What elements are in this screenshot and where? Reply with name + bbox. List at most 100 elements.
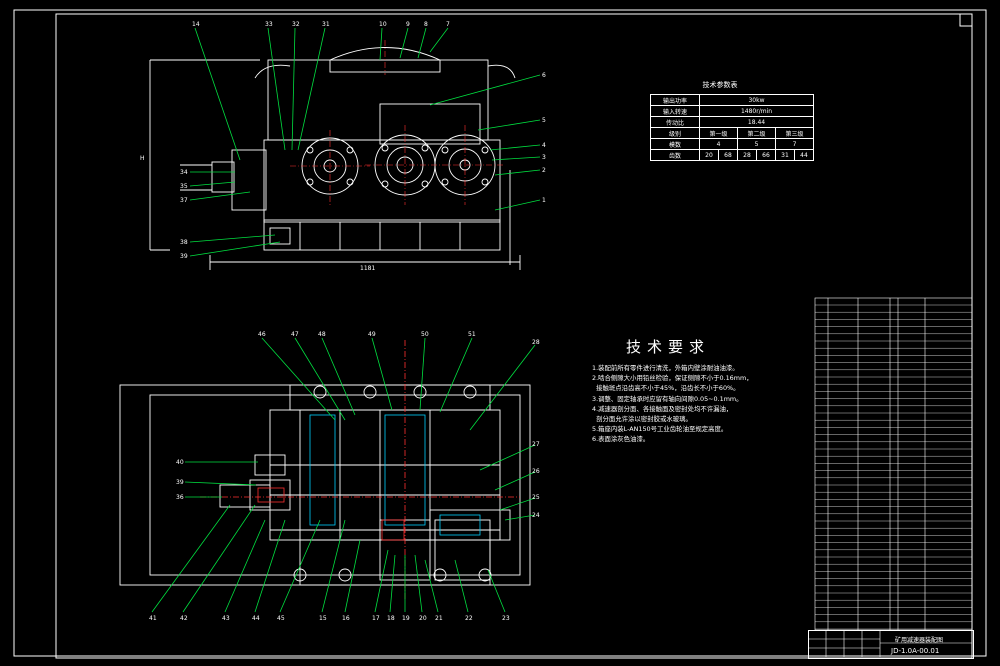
stage-header: 第二级 <box>737 127 776 139</box>
modulus-value: 4 <box>699 138 738 150</box>
balloon: 37 <box>180 197 188 204</box>
balloon: 14 <box>192 21 200 28</box>
balloon: 46 <box>258 331 266 338</box>
balloon: 21 <box>435 615 443 622</box>
bottom-cyan-parts <box>309 414 481 536</box>
balloon: 45 <box>277 615 285 622</box>
balloon: 39 <box>180 253 188 260</box>
stage-header: 第三级 <box>775 127 814 139</box>
teeth-value: 20 <box>699 149 719 161</box>
balloon: 40 <box>176 459 184 466</box>
requirement-item: 6.表面涂灰色油漆。 <box>592 435 650 444</box>
modulus-value: 5 <box>737 138 776 150</box>
drawing-name: 矿用减速器装配图 <box>895 637 944 644</box>
teeth-label: 齿数 <box>650 149 700 161</box>
balloon: 8 <box>424 21 428 28</box>
balloon: 5 <box>542 117 546 124</box>
top-balloons: 14 33 32 31 10 9 8 7 6 5 4 3 2 1 34 35 3… <box>140 21 546 272</box>
parts-list <box>814 297 973 631</box>
balloon: 50 <box>421 331 429 338</box>
bottom-balloons: 46 47 48 49 50 51 28 27 26 25 24 23 22 2… <box>149 331 540 622</box>
balloon: 38 <box>180 239 188 246</box>
teeth-value: 28 <box>737 149 757 161</box>
balloon: 25 <box>532 494 540 501</box>
dim-width: 1181 <box>360 265 375 272</box>
table-row: 模数 4 5 7 <box>650 138 814 150</box>
teeth-value: 68 <box>718 149 738 161</box>
teeth-value: 31 <box>775 149 795 161</box>
balloon: 24 <box>532 512 540 519</box>
title-block: 矿用减速器装配图 JD-1.0A-00.01 <box>808 630 974 659</box>
top-leaders <box>189 27 541 257</box>
balloon: 31 <box>322 21 330 28</box>
parts-list-rows <box>815 304 972 630</box>
balloon: 36 <box>176 494 184 501</box>
balloon: 23 <box>502 615 510 622</box>
balloon: 18 <box>387 615 395 622</box>
modulus-label: 模数 <box>650 138 700 150</box>
balloon: 51 <box>468 331 476 338</box>
balloon: 4 <box>542 142 546 149</box>
balloon: 44 <box>252 615 260 622</box>
balloon: 26 <box>532 468 540 475</box>
balloon: 7 <box>446 21 450 28</box>
balloon: 49 <box>368 331 376 338</box>
balloon: 6 <box>542 72 546 79</box>
requirement-item: 4.减速器剖分面、各接触面及密封处均不许漏油， 剖分面允许涂以密封胶或水玻璃。 <box>592 404 733 424</box>
table-row: 传动比 18.44 <box>650 116 814 128</box>
balloon: 3 <box>542 154 546 161</box>
param-label: 输出功率 <box>650 94 700 106</box>
balloon: 39 <box>176 479 184 486</box>
balloon: 35 <box>180 183 188 190</box>
balloon: 2 <box>542 167 546 174</box>
technical-requirements: 技术要求 1.装配前所有零件进行清洗，外箱内壁涂耐油油漆。 2.啮合侧隙大小用铅… <box>592 336 800 445</box>
balloon: 48 <box>318 331 326 338</box>
balloon: 19 <box>402 615 410 622</box>
tech-param-table: 技术参数表 输出功率 30kw 输入转速 1480r/min 传动比 18.44… <box>650 80 814 161</box>
balloon: 33 <box>265 21 273 28</box>
balloon: 15 <box>319 615 327 622</box>
tech-table-title: 技术参数表 <box>702 81 738 89</box>
requirement-item: 5.箱座内装L-AN150号工业齿轮油至规定高度。 <box>592 425 728 434</box>
corner-mark <box>959 13 973 27</box>
top-centerlines <box>290 40 505 205</box>
stage-header: 第一级 <box>699 127 738 139</box>
balloon: 43 <box>222 615 230 622</box>
outer-border <box>13 9 987 657</box>
title-block-grid <box>808 630 972 657</box>
balloon: 16 <box>342 615 350 622</box>
balloon: 9 <box>406 21 410 28</box>
table-row: 输入转速 1480r/min <box>650 105 814 117</box>
balloon: 47 <box>291 331 299 338</box>
table-row: 输出功率 30kw <box>650 94 814 106</box>
balloon: 34 <box>180 169 188 176</box>
balloon: 22 <box>465 615 473 622</box>
inner-border <box>55 13 973 659</box>
balloon: 20 <box>419 615 427 622</box>
bottom-red-parts <box>200 340 520 600</box>
param-value: 18.44 <box>699 116 814 128</box>
table-row: 齿数 20 68 28 66 31 44 <box>650 149 814 161</box>
param-label: 输入转速 <box>650 105 700 117</box>
requirement-item: 3.调整、固定轴承时应留有轴向间隙0.05~0.1mm。 <box>592 394 743 403</box>
balloon: 42 <box>180 615 188 622</box>
balloon: 10 <box>379 21 387 28</box>
modulus-value: 7 <box>775 138 814 150</box>
drawing-code: JD-1.0A-00.01 <box>891 647 940 655</box>
teeth-value: 44 <box>794 149 814 161</box>
requirements-title: 技术要求 <box>626 338 711 356</box>
balloon: 28 <box>532 339 540 346</box>
requirement-item: 1.装配前所有零件进行清洗，外箱内壁涂耐油油漆。 <box>592 364 739 372</box>
table-row: 级别 第一级 第二级 第三级 <box>650 127 814 139</box>
teeth-value: 66 <box>756 149 776 161</box>
balloon: 27 <box>532 441 540 448</box>
requirement-item: 2.啮合侧隙大小用铅丝检验，保证侧隙不小于0.16mm， 接触斑点沿齿高不小于4… <box>592 374 753 393</box>
balloon: 32 <box>292 21 300 28</box>
top-view <box>149 47 521 270</box>
param-value: 30kw <box>699 94 814 106</box>
param-value: 1480r/min <box>699 105 814 117</box>
balloon: 1 <box>542 197 546 204</box>
balloon: 17 <box>372 615 380 622</box>
bottom-leaders <box>151 337 536 613</box>
